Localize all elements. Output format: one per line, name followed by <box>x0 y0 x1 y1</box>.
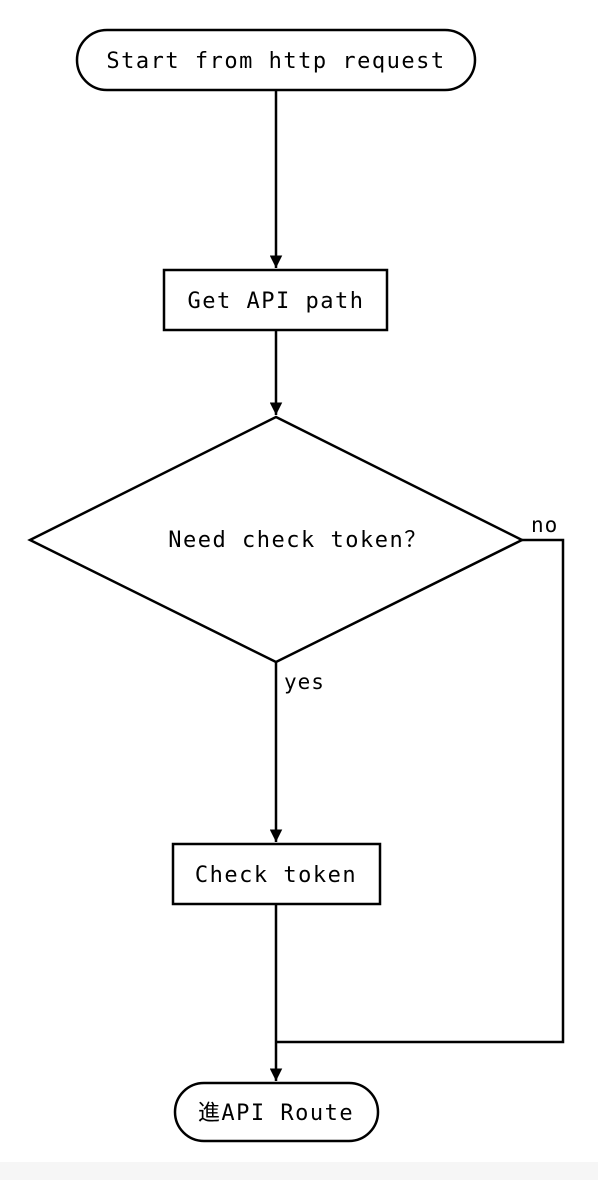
edge-decision-no-to-end <box>276 538 565 1044</box>
decision-diamond-shape <box>27 415 525 664</box>
check-token-process-label: Check token <box>195 863 357 888</box>
get-path-process-label: Get API path <box>188 289 365 314</box>
end-terminal-shape <box>173 1081 380 1143</box>
start-terminal-shape <box>75 28 477 92</box>
edge-label-no: no <box>531 513 558 537</box>
get-path-process-shape <box>162 268 389 332</box>
bottom-strip <box>0 1162 598 1180</box>
decision-diamond-label: Need check token？ <box>168 528 427 553</box>
edge-label-yes: yes <box>284 670 325 694</box>
start-terminal-label: Start from http request <box>106 49 445 74</box>
end-terminal-label: 進API Route <box>198 1101 354 1126</box>
check-token-process-shape <box>171 842 382 906</box>
